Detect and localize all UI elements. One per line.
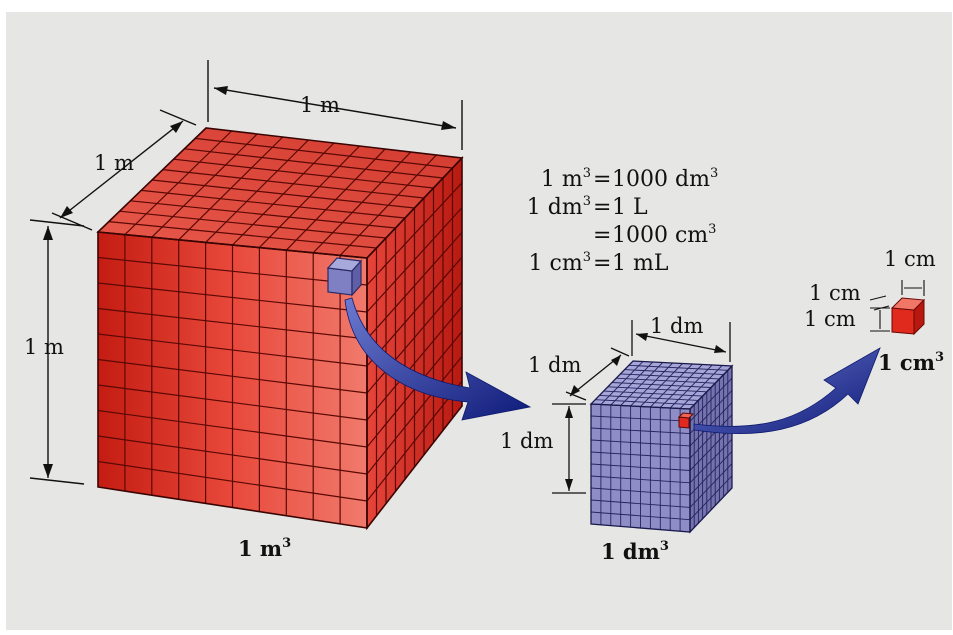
big-cube-width-label: 1 m xyxy=(300,93,340,117)
small-cube-1cm xyxy=(890,297,926,336)
small-cube-dimension-lines xyxy=(869,280,925,332)
equation-1-equals: = xyxy=(593,167,611,192)
equation-4-rhs: 1 mL xyxy=(612,251,669,276)
mid-cube-arrowheads xyxy=(565,333,726,491)
equation-1-lhs: 1 m3 xyxy=(541,166,591,192)
big-cube-dimension-lines xyxy=(29,60,463,485)
big-cube-caption: 1 m3 xyxy=(238,536,291,561)
mid-cube-width-label: 1 dm xyxy=(650,314,703,338)
highlighted-1cm3-block-top xyxy=(677,412,695,419)
big-cube-grid-lines xyxy=(97,130,463,524)
highlighted-1cm3-block xyxy=(678,416,690,429)
big-cube-1m xyxy=(96,127,464,531)
highlighted-1dm3-block-front xyxy=(327,267,353,296)
highlighted-1dm3-block-side xyxy=(351,259,362,297)
equation-3-rhs: 1000 cm3 xyxy=(612,222,716,248)
mid-cube-depth-label: 1 dm xyxy=(528,353,581,377)
small-cube-side-face xyxy=(913,298,925,336)
equation-block: 1 m3 = 1000 dm3 1 dm3 = 1 L = 1000 cm3 1… xyxy=(527,166,718,276)
arrow-big-to-mid xyxy=(344,297,532,421)
equation-2-lhs: 1 dm3 xyxy=(527,194,591,220)
arrow-mid-to-small xyxy=(693,347,881,435)
equation-4-equals: = xyxy=(593,251,611,276)
small-cube-front-face xyxy=(891,307,915,335)
big-cube-outline xyxy=(96,127,464,531)
small-cube-width-label: 1 cm xyxy=(884,247,936,271)
mid-cube-height-label: 1 dm xyxy=(500,429,553,453)
mid-cube-outline xyxy=(589,360,734,534)
equation-1-rhs: 1000 dm3 xyxy=(612,166,718,192)
mid-cube-grid-lines xyxy=(590,361,733,532)
mid-cube-dimension-lines xyxy=(552,320,731,494)
mid-cube-caption: 1 dm3 xyxy=(601,539,669,564)
equation-2-equals: = xyxy=(593,195,611,220)
equation-2-rhs: 1 L xyxy=(612,195,648,220)
small-cube-caption: 1 cm3 xyxy=(878,350,944,375)
mid-cube-1dm xyxy=(589,360,734,534)
equation-3-equals: = xyxy=(593,223,611,248)
big-cube-depth-label: 1 m xyxy=(94,151,134,175)
small-cube-depth-label: 1 cm xyxy=(809,281,861,305)
equation-4-lhs: 1 cm3 xyxy=(529,250,591,276)
small-cube-height-label: 1 cm xyxy=(804,307,856,331)
big-cube-arrowheads xyxy=(43,86,456,478)
big-cube-height-label: 1 m xyxy=(24,335,64,359)
